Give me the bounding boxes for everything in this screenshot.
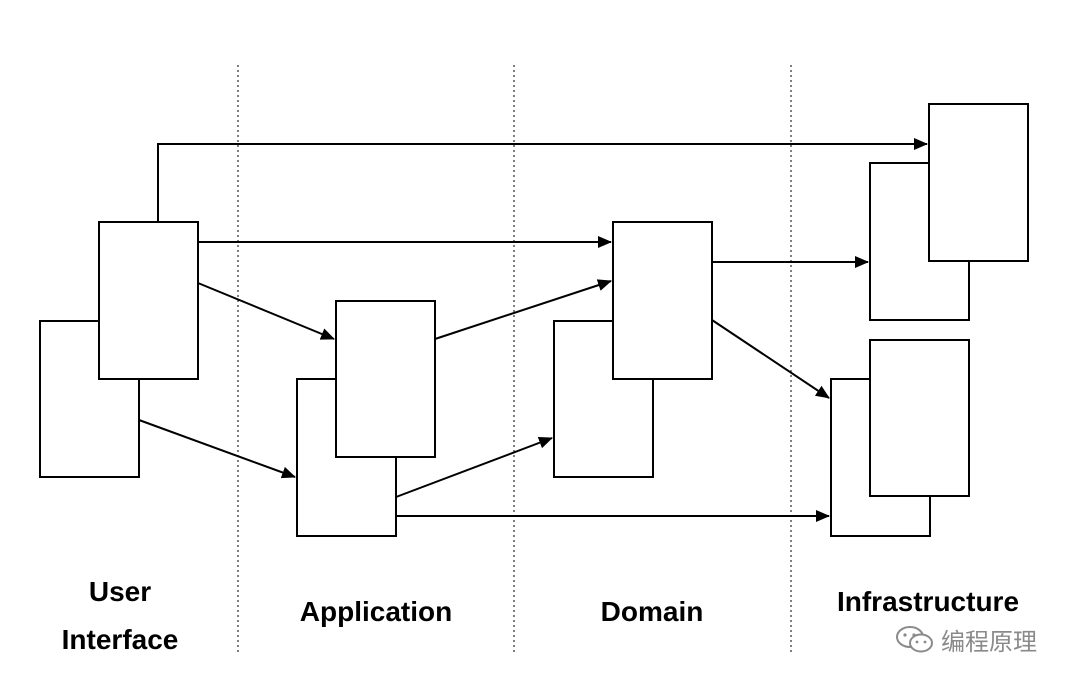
watermark-text: 编程原理 bbox=[941, 628, 1037, 656]
component-boxes bbox=[39, 103, 1029, 537]
arrow-ui-to-app-back bbox=[138, 419, 296, 479]
layer-label-line: User bbox=[88, 576, 152, 607]
watermark: 编程原理 bbox=[895, 622, 1037, 657]
arrow-domain-to-infra-bottom bbox=[711, 319, 830, 399]
infra-bottom-box-front bbox=[869, 339, 970, 497]
layer-label-line: Interface bbox=[61, 624, 179, 655]
layer-separators bbox=[237, 65, 792, 655]
layer-label-domain: Domain bbox=[552, 588, 752, 636]
wechat-icon bbox=[896, 625, 933, 652]
layer-label-application: Application bbox=[276, 588, 476, 636]
layer-label-infrastructure: Infrastructure bbox=[818, 578, 1038, 626]
dependency-arrows bbox=[138, 138, 928, 522]
layer-label-user-interface: User Interface bbox=[20, 568, 220, 664]
layer-label-line: Domain bbox=[600, 596, 704, 627]
arrow-app-to-domain-back bbox=[395, 436, 553, 498]
arrow-ui-to-infra-top bbox=[157, 138, 928, 222]
app-box-front bbox=[335, 300, 436, 458]
arrow-app-to-domain-front bbox=[434, 279, 612, 340]
ui-box-front bbox=[98, 221, 199, 380]
layer-label-line: Infrastructure bbox=[836, 586, 1020, 617]
layer-label-line: Application bbox=[299, 596, 453, 627]
infra-top-box-front bbox=[928, 103, 1029, 262]
arrow-ui-to-app-front bbox=[197, 282, 335, 340]
domain-box-front bbox=[612, 221, 713, 380]
